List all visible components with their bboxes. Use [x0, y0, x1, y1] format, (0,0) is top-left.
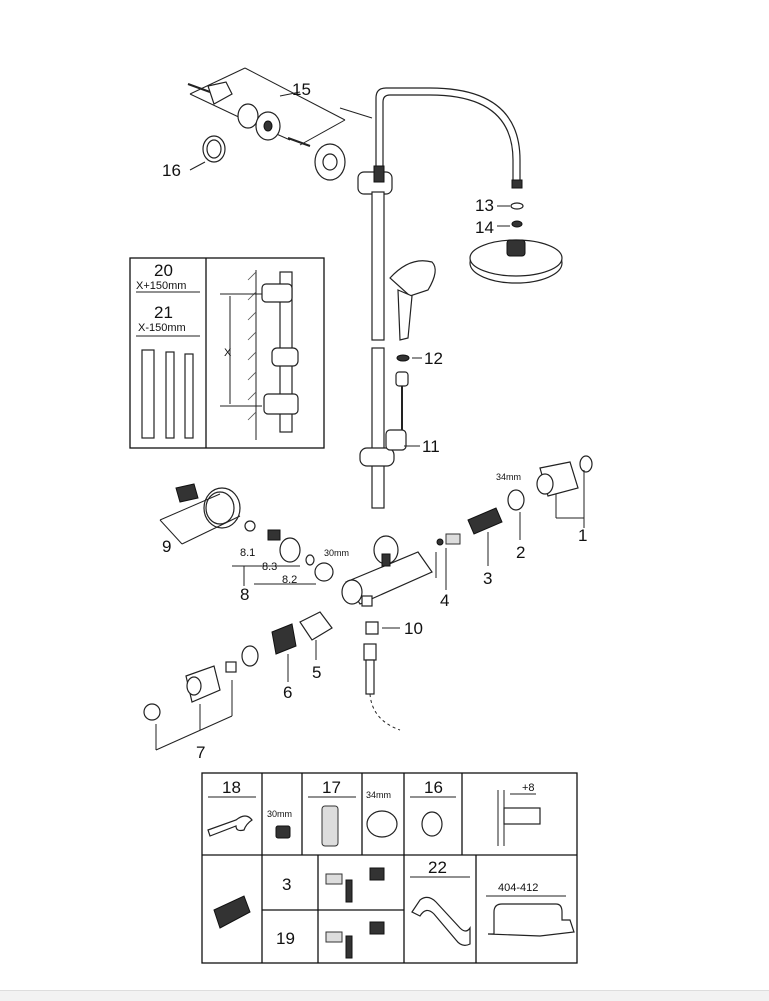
- callout-8-1: 8.1: [240, 547, 255, 559]
- left-inlet-parts: 9 30mm 8.1 8.3 8.2 8 5 6 7: [143, 483, 349, 762]
- dim-34mm: 34mm: [496, 472, 521, 482]
- callout-3: 3: [483, 569, 492, 588]
- cartridge-icon: [321, 805, 339, 847]
- callout-1: 1: [578, 526, 587, 545]
- table-part-19: 19: [276, 929, 295, 948]
- nut-icon: [275, 825, 291, 839]
- table-part-17: 17: [322, 778, 341, 797]
- right-inlet-parts: 34mm 1 2 3 4: [435, 455, 593, 610]
- callout-15: 15: [292, 80, 311, 99]
- thermostat-cartridge-icon: [325, 921, 385, 959]
- callout-6: 6: [283, 683, 292, 702]
- table-part-16: 16: [424, 778, 443, 797]
- inset-part21-spec: X-150mm: [138, 322, 186, 334]
- extension-inset: 20 X+150mm 21 X-150mm X: [129, 257, 325, 449]
- inset-part20-spec: X+150mm: [136, 280, 186, 292]
- callout-9: 9: [162, 537, 171, 556]
- callout-4: 4: [440, 591, 449, 610]
- callout-8-3: 8.3: [262, 561, 277, 573]
- wall-mount-icon: [497, 790, 541, 846]
- ring-icon: [421, 811, 443, 837]
- table-part-18: 18: [222, 778, 241, 797]
- thermostat-mixer: 10: [341, 535, 433, 731]
- callout-12: 12: [424, 349, 443, 368]
- inset-part21: 21: [154, 303, 173, 322]
- table-nut-34: 34mm: [366, 790, 391, 800]
- riser-pipe: [357, 87, 523, 509]
- thermostat-cartridge-icon: [325, 867, 385, 903]
- callout-11: 11: [422, 437, 440, 456]
- table-nut-30: 30mm: [267, 809, 292, 819]
- callout-5: 5: [312, 663, 321, 682]
- inset-part20: 20: [154, 261, 173, 280]
- shower-arm-icon: [486, 895, 575, 937]
- callout-14: 14: [475, 218, 494, 237]
- callout-16: 16: [162, 161, 181, 180]
- dim-30mm: 30mm: [324, 548, 349, 558]
- table-range: 404-412: [498, 882, 538, 894]
- callout-10: 10: [404, 619, 423, 638]
- head-shower: 13 14: [469, 196, 563, 284]
- shower-arm-icon: [411, 896, 471, 946]
- thermostat-cartridge-icon: [213, 895, 251, 929]
- callout-2: 2: [516, 543, 525, 562]
- wrench-icon: [207, 815, 253, 837]
- tools-table: 18 30mm 17 34mm 16 +8 3 19 22 404-412: [201, 772, 578, 964]
- table-part-3: 3: [282, 875, 291, 894]
- ring-icon: [366, 810, 398, 838]
- hand-shower: 12: [389, 260, 443, 430]
- table-part-22: 22: [428, 858, 447, 877]
- callout-7: 7: [196, 743, 205, 762]
- callout-8-2: 8.2: [282, 574, 297, 586]
- inset-x-label: X: [224, 347, 232, 359]
- callout-13: 13: [475, 196, 494, 215]
- wall-bracket-assembly: 15 16: [162, 67, 373, 181]
- table-offset: +8: [522, 782, 535, 794]
- callout-8: 8: [240, 585, 249, 604]
- bottom-strip: [0, 990, 769, 1001]
- shower-slider: 11: [359, 429, 440, 467]
